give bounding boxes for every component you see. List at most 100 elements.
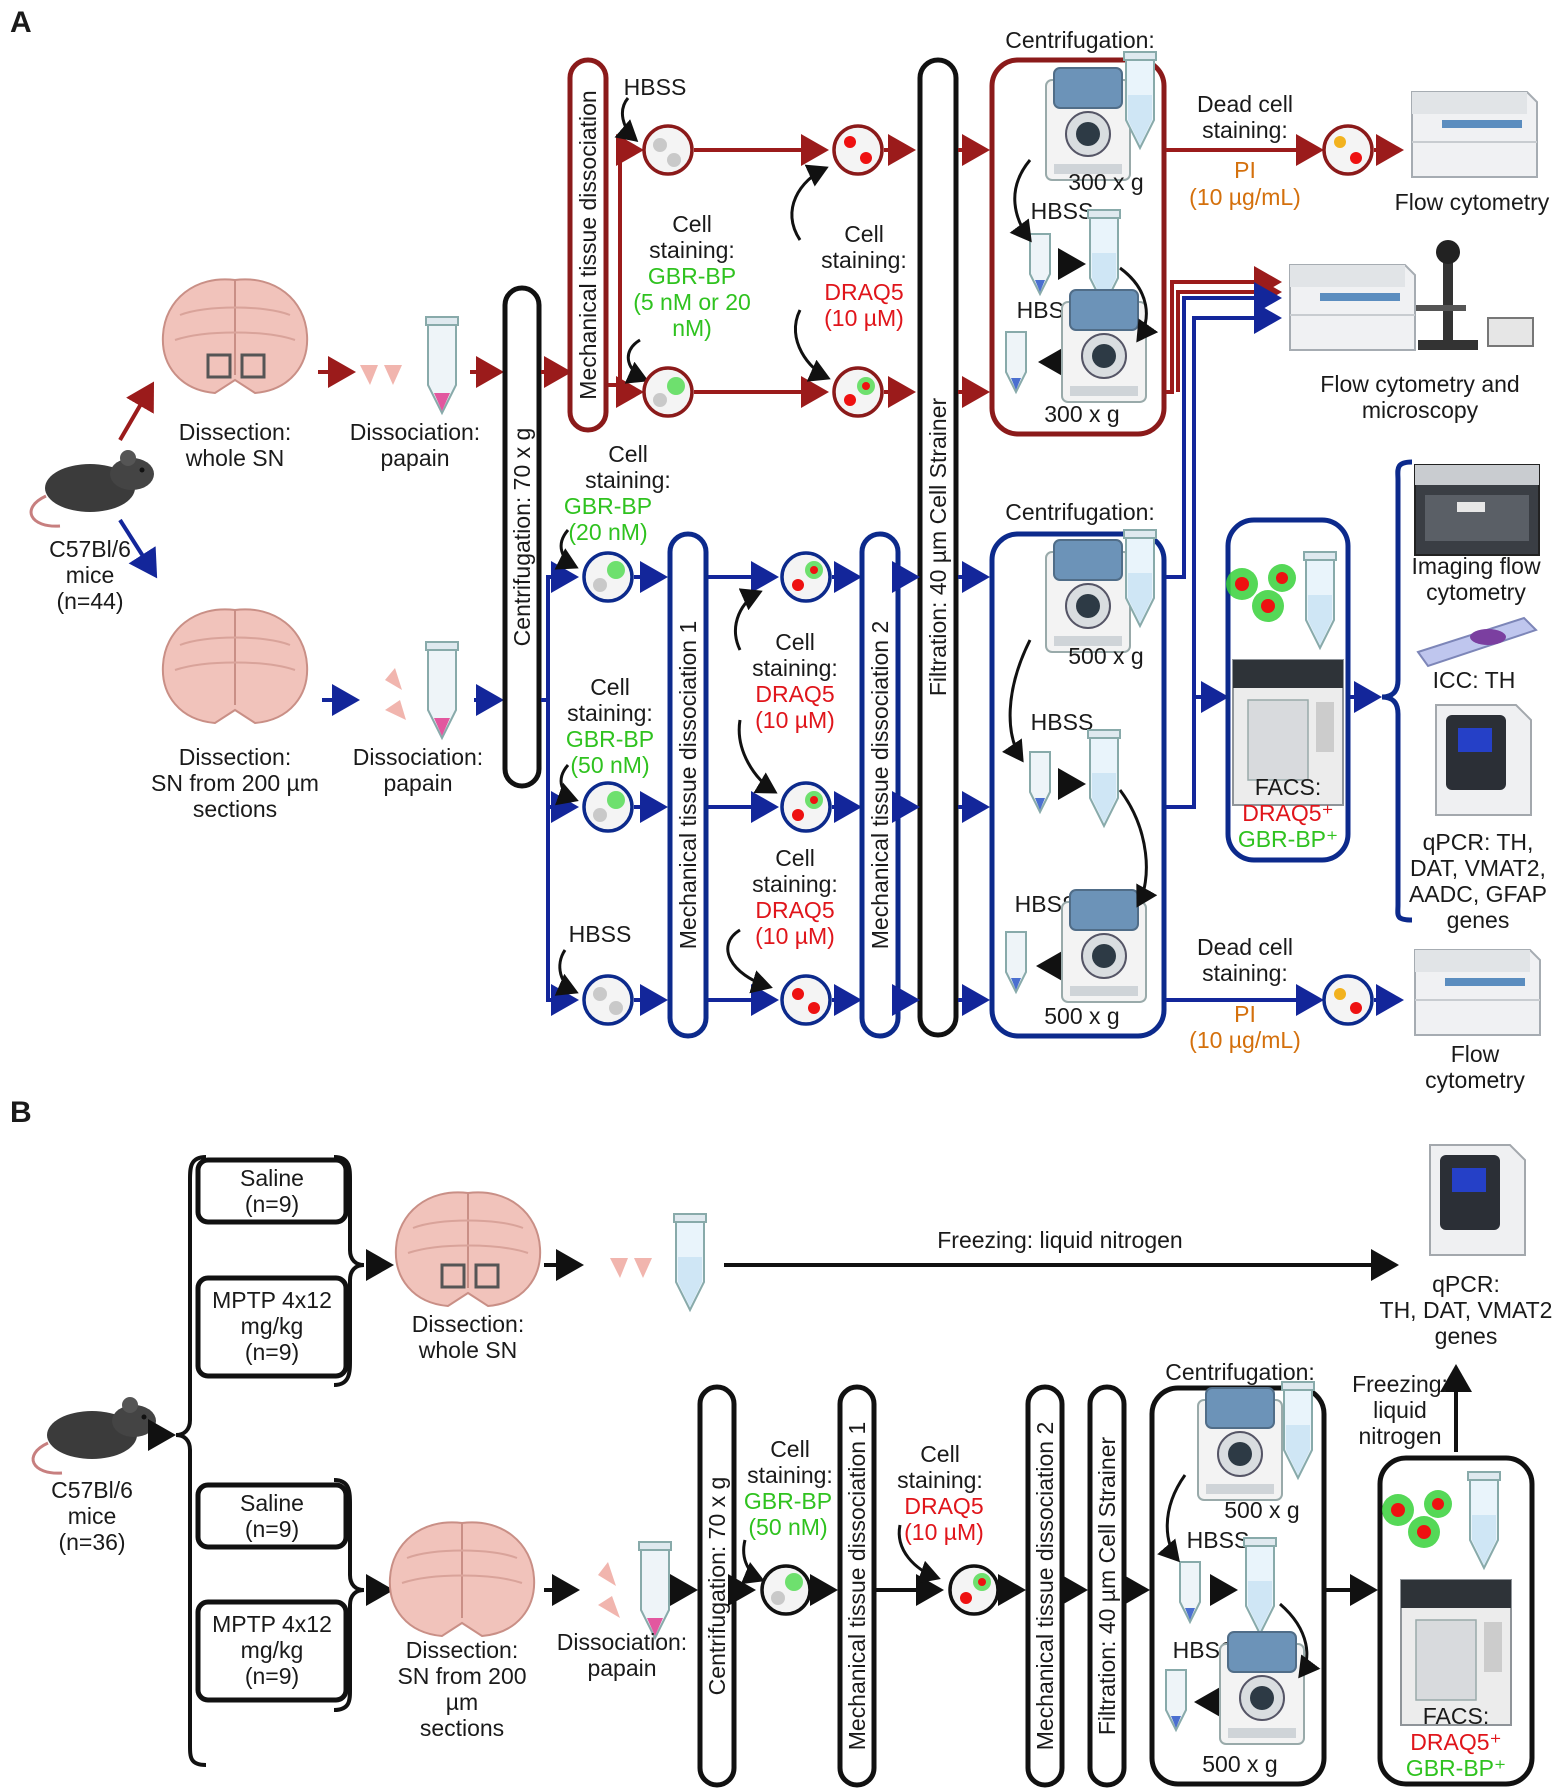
mice-b-1: C57Bl/6	[51, 1477, 133, 1503]
mice-a-line1: C57Bl/6	[49, 536, 131, 562]
tissue-pieces-icon	[610, 1258, 652, 1278]
centrifuge-icon	[1061, 889, 1147, 1003]
gbr-top-1: GBR-BP	[648, 263, 736, 289]
saline-bottom-1: Saline	[240, 1490, 304, 1516]
draq5-mid-2: (10 µM)	[755, 707, 835, 733]
dead-cell-red-2: staining:	[1202, 117, 1288, 143]
pi-blue-2: (10 µg/mL)	[1189, 1027, 1301, 1053]
dissection-b-bottom-2: SN from 200	[397, 1663, 526, 1689]
gbr-top-3: nM)	[672, 315, 712, 341]
arrow-red	[616, 376, 644, 408]
arrow-blue	[541, 561, 579, 702]
mechanical-dissociation-label: Mechanical tissue dissociation	[575, 90, 601, 399]
curved-arrow	[1119, 266, 1159, 343]
mice-b-3: (n=36)	[58, 1529, 125, 1555]
saline-top-2: (n=9)	[245, 1191, 299, 1217]
qpcr-b-3: genes	[1435, 1323, 1498, 1349]
centrifugation-bar	[502, 285, 542, 789]
dissociation-b-2: papain	[587, 1655, 656, 1681]
draq5-low-2: (10 µM)	[755, 923, 835, 949]
group-bracket	[175, 1155, 207, 1767]
flow-cytometry-red: Flow cytometry	[1395, 189, 1550, 215]
imaging-1: Imaging flow	[1411, 553, 1541, 579]
curved-arrow	[554, 529, 579, 570]
panel-b-label: B	[10, 1096, 32, 1129]
cell-staining-9: Cell	[775, 629, 815, 655]
cell-staining-b-3: Cell	[920, 1441, 960, 1467]
g500-b-1: 500 x g	[1224, 1497, 1299, 1523]
flow-cytometer-icon	[1411, 91, 1538, 178]
dead-cell-blue-1: Dead cell	[1197, 934, 1293, 960]
cell-suspension-icon	[948, 1564, 1000, 1616]
group-bracket	[333, 1155, 365, 1387]
imaging-flow-cytometer-icon	[1414, 464, 1540, 556]
mice-b-2: mice	[68, 1503, 117, 1529]
mechanical-dissociation-2-bar	[859, 531, 901, 1039]
tube-icon	[1029, 233, 1051, 295]
mptp-bottom-3: (n=9)	[245, 1663, 299, 1689]
cell-staining-b-1: Cell	[770, 1436, 810, 1462]
curved-arrow	[1157, 1474, 1187, 1563]
cell-suspension-icon	[780, 974, 832, 1026]
output-bracket	[1381, 459, 1413, 923]
sn-region-icon	[440, 1263, 466, 1289]
dissection-a-top-1: Dissection:	[179, 419, 291, 445]
g300-a-1: 300 x g	[1068, 169, 1143, 195]
centrifugation-box	[989, 531, 1167, 1039]
flow-micro-1: Flow cytometry and	[1320, 371, 1519, 397]
centrifugation-b-box-label: Centrifugation:	[1165, 1359, 1315, 1385]
tube-icon	[1005, 331, 1027, 393]
dissection-a-bottom-1: Dissection:	[179, 744, 291, 770]
arrow-blue	[546, 807, 579, 1016]
curved-arrow	[624, 338, 649, 384]
cell-suspension-icon	[780, 551, 832, 603]
g500-a-2: 500 x g	[1044, 1003, 1119, 1029]
pi-red-2: (10 µg/mL)	[1189, 184, 1301, 210]
tissue-pieces-icon	[385, 668, 406, 720]
gbr-b-2: (50 nM)	[748, 1514, 827, 1540]
tube-icon	[638, 1541, 672, 1639]
mice-a-line3: (n=44)	[56, 588, 123, 614]
qpcr-machine-icon	[1435, 704, 1532, 816]
dissection-a-bottom-3: sections	[193, 796, 277, 822]
draq5-mid-1: DRAQ5	[755, 681, 834, 707]
cell-staining-7: Cell	[590, 674, 630, 700]
facs-b-label: FACS:	[1423, 1703, 1489, 1729]
sn-region-icon	[474, 1263, 500, 1289]
imaging-2: cytometry	[1426, 579, 1526, 605]
dissection-a-bottom-2: SN from 200 µm	[151, 770, 319, 796]
draq5-low-1: DRAQ5	[755, 897, 834, 923]
cell-suspension-icon	[642, 124, 694, 176]
sorted-cells-icon	[1226, 564, 1296, 622]
facs-b-green: GBR-BP⁺	[1406, 1755, 1506, 1781]
cell-suspension-icon	[1322, 974, 1374, 1026]
qpcr-a-3: AADC, GFAP	[1409, 881, 1547, 907]
curved-arrow	[1009, 159, 1032, 243]
mech-1-label: Mechanical tissue dissociation 1	[675, 621, 701, 950]
facs-box	[1377, 1455, 1535, 1787]
tube-icon	[673, 1213, 707, 1311]
freezing-right-2: liquid	[1373, 1397, 1427, 1423]
g300-a-2: 300 x g	[1044, 401, 1119, 427]
saline-group-bottom	[195, 1482, 349, 1550]
tube-icon	[1281, 1381, 1315, 1479]
freezing-right-1: Freezing:	[1352, 1371, 1448, 1397]
gbr-20-2: (20 nM)	[568, 519, 647, 545]
centrifuge-icon	[1061, 289, 1147, 403]
stained-tissue-icon	[1470, 629, 1506, 645]
facs-a-green: GBR-BP⁺	[1238, 826, 1338, 852]
pi-blue-1: PI	[1234, 1001, 1256, 1027]
curved-arrow	[790, 164, 829, 241]
curved-arrow	[1118, 789, 1158, 908]
dissection-b-bottom-1: Dissection:	[406, 1637, 518, 1663]
hbss-label: HBSS	[624, 74, 687, 100]
centrifuge-icon	[1045, 67, 1131, 181]
mech-2-label: Mechanical tissue dissociation 2	[867, 621, 893, 950]
gbr-50-2: (50 nM)	[570, 752, 649, 778]
freezing-right-3: nitrogen	[1358, 1423, 1441, 1449]
curved-arrow	[897, 1524, 941, 1584]
brain-whole-sn-icon	[394, 1191, 542, 1307]
centrifugation-a-blue-label: Centrifugation:	[1005, 499, 1155, 525]
dead-cell-red-1: Dead cell	[1197, 91, 1293, 117]
